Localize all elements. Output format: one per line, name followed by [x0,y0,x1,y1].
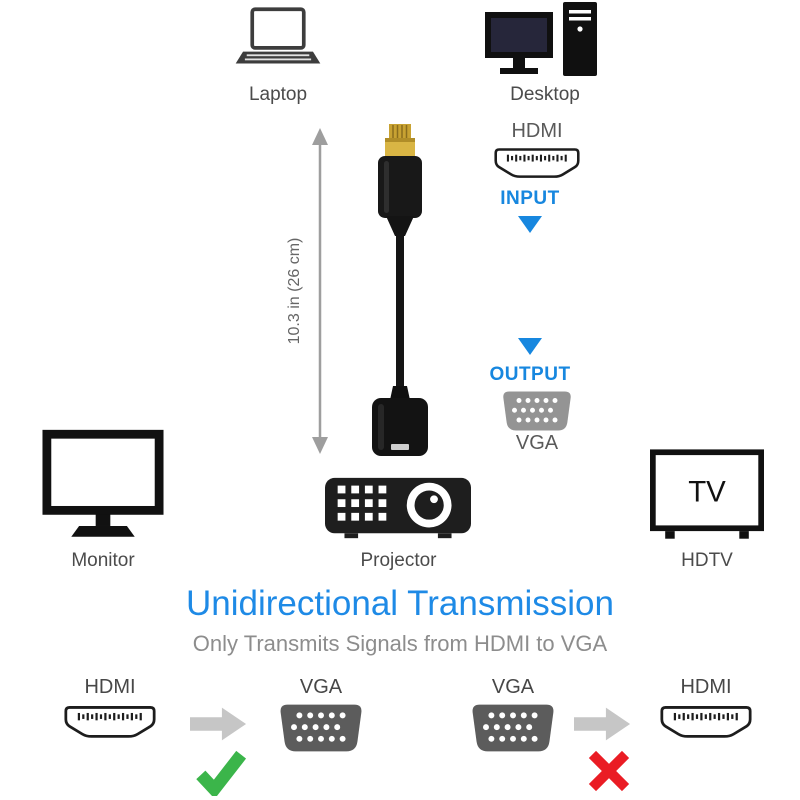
desktop-icon [485,2,597,76]
hdmi-connector-icon [64,704,156,744]
allowed-from-label: HDMI [84,676,136,698]
right-arrow-icon [574,704,632,744]
projector-icon [325,477,471,539]
tv-icon: TV [650,449,764,539]
transmission-title: Unidirectional Transmission [186,584,614,623]
vga-connector-icon [468,702,558,754]
hdmi-connector-icon [494,146,580,184]
check-icon [196,750,246,796]
right-arrow-icon [190,704,248,744]
output-direction-label: OUTPUT [489,364,571,385]
blocked-from-label: VGA [491,676,535,698]
transmission-subtitle: Only Transmits Signals from HDMI to VGA [192,631,608,656]
allowed-to-label: VGA [299,676,343,698]
cross-icon [588,750,630,792]
hdmi-connector-icon [660,704,752,744]
monitor-label: Monitor [71,550,135,571]
hdmi-input-port-label: HDMI [511,120,563,142]
hdmi-to-vga-adapter-image [372,124,428,456]
input-direction-label: INPUT [500,188,560,209]
length-measure-arrow [312,128,328,454]
laptop-icon [235,7,321,64]
projector-label: Projector [360,550,437,571]
output-arrow-down-icon [518,338,542,355]
blocked-to-label: HDMI [680,676,732,698]
hdtv-label: HDTV [681,550,733,571]
monitor-icon [42,429,164,537]
laptop-label: Laptop [248,84,308,105]
cable-length-label: 10.3 in (26 cm) [286,237,303,345]
vga-connector-icon [499,390,575,432]
desktop-label: Desktop [510,84,580,105]
vga-output-port-label: VGA [515,432,559,454]
vga-connector-icon [276,702,366,754]
tv-screen-text: TV [688,476,726,509]
input-arrow-down-icon [518,216,542,233]
